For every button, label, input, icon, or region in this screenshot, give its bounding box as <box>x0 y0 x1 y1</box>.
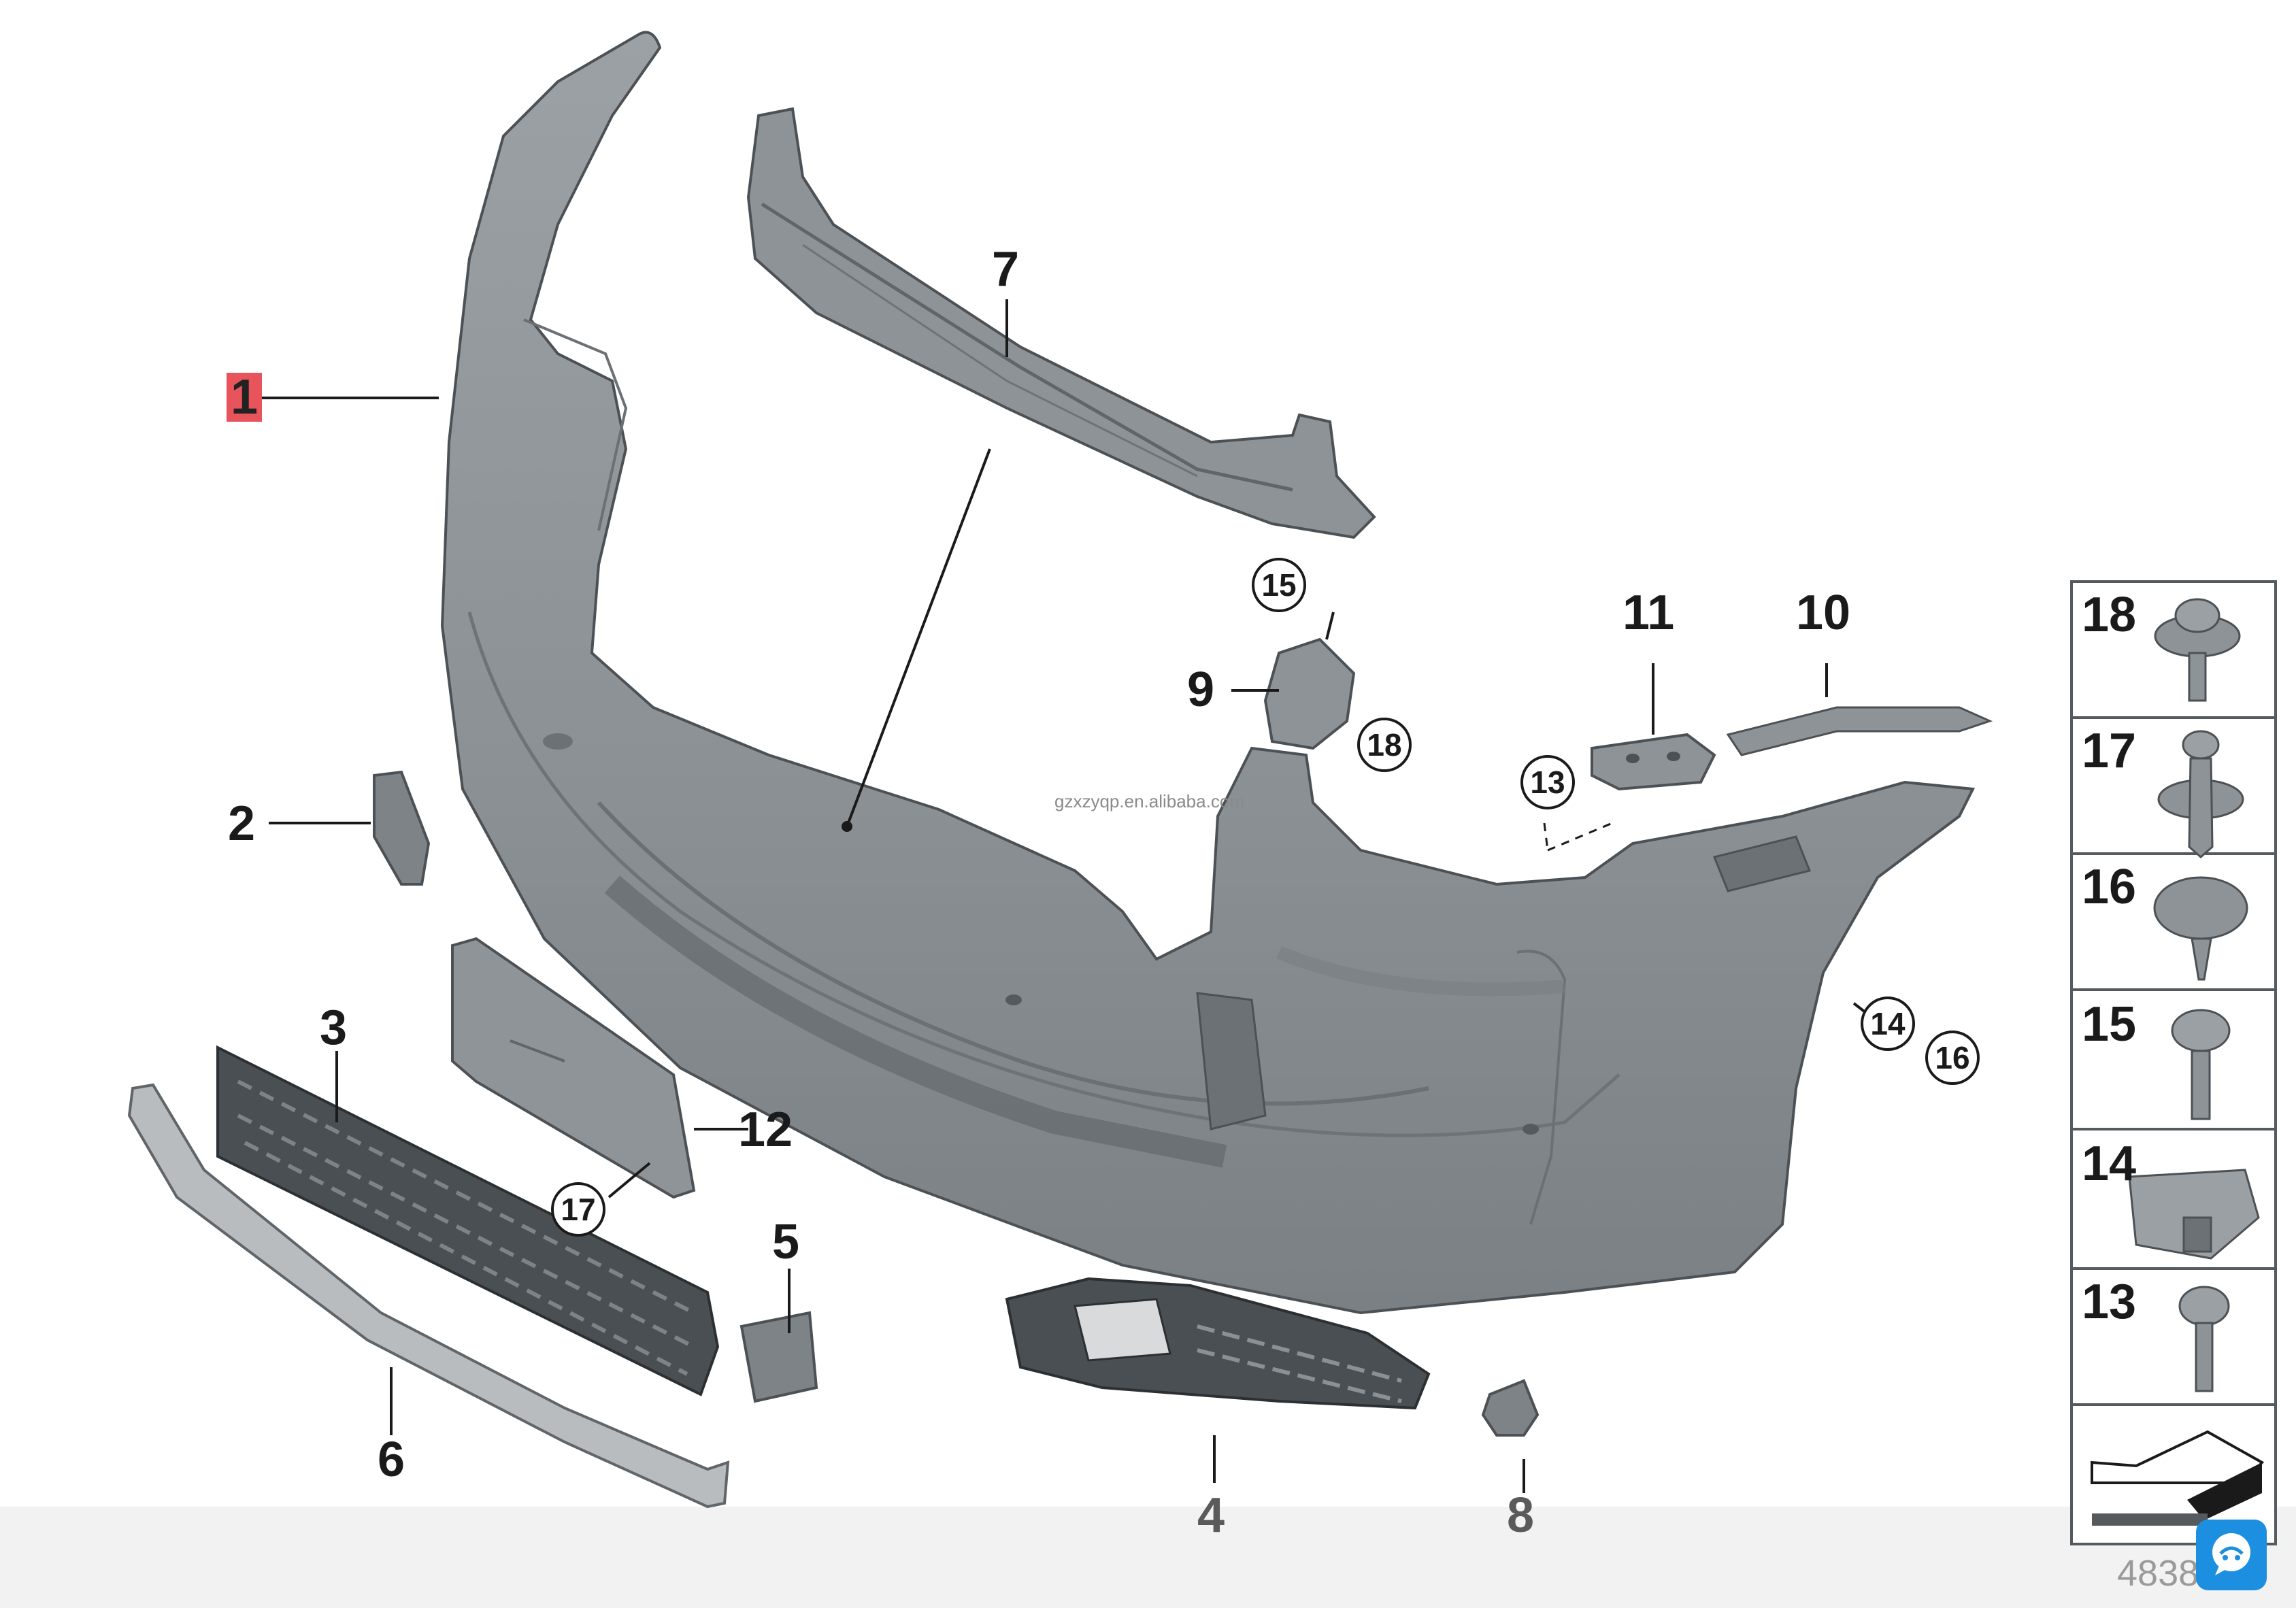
legend-number-18: 18 <box>2082 588 2137 642</box>
circled-callout-15: 15 <box>1252 558 1306 612</box>
watermark-text: gzxzyqp.en.alibaba.com <box>1054 791 1244 811</box>
callout-7: 7 <box>992 242 1020 297</box>
legend-number-17: 17 <box>2082 724 2137 778</box>
callout-10: 10 <box>1796 586 1851 640</box>
callout-3: 3 <box>320 1001 348 1055</box>
callout-1: 1 <box>227 373 263 422</box>
part-6-trim-strip <box>127 1083 730 1509</box>
callout-5: 5 <box>772 1215 800 1269</box>
legend-panel <box>2070 580 2277 1545</box>
callout-11: 11 <box>1623 586 1675 640</box>
part-8-clip <box>1481 1379 1540 1437</box>
circled-callout-14: 14 <box>1861 996 1915 1051</box>
part-9-bracket <box>1263 637 1356 750</box>
legend-number-14: 14 <box>2082 1137 2137 1191</box>
part-12-plate-bracket <box>451 937 696 1199</box>
leader-dot <box>842 821 852 832</box>
legend-number-13: 13 <box>2082 1275 2137 1329</box>
chat-badge-icon[interactable] <box>2196 1520 2267 1590</box>
leader-lines <box>262 299 1886 1493</box>
circled-callout-16: 16 <box>1925 1031 1980 1085</box>
part-1-bumper-cover <box>440 31 1976 1315</box>
callout-4: 4 <box>1197 1488 1225 1543</box>
callout-9: 9 <box>1187 663 1215 717</box>
legend-number-16: 16 <box>2082 860 2137 914</box>
part-7-carrier <box>746 107 1376 539</box>
part-3-lower-grille <box>216 1045 720 1396</box>
diagram-number: 4838 <box>2117 1553 2199 1594</box>
part-5-cap <box>739 1311 818 1403</box>
bottom-band <box>0 1507 2296 1608</box>
callout-2: 2 <box>228 797 256 851</box>
part-4-fog-grille <box>1005 1277 1431 1410</box>
dashed-leaders <box>1543 822 1613 852</box>
part-10-side-strip <box>1726 706 1993 756</box>
callout-8: 8 <box>1507 1488 1535 1543</box>
part-11-bracket <box>1591 733 1716 791</box>
circled-callout-13: 13 <box>1520 755 1575 809</box>
circled-callout-17: 17 <box>551 1182 605 1237</box>
callout-6: 6 <box>378 1433 405 1487</box>
chat-bubble-icon <box>2212 1533 2250 1575</box>
legend-number-15: 15 <box>2082 997 2137 1052</box>
part-2-cover <box>373 770 431 886</box>
circled-callout-18: 18 <box>1357 718 1412 772</box>
callout-12: 12 <box>738 1103 793 1157</box>
